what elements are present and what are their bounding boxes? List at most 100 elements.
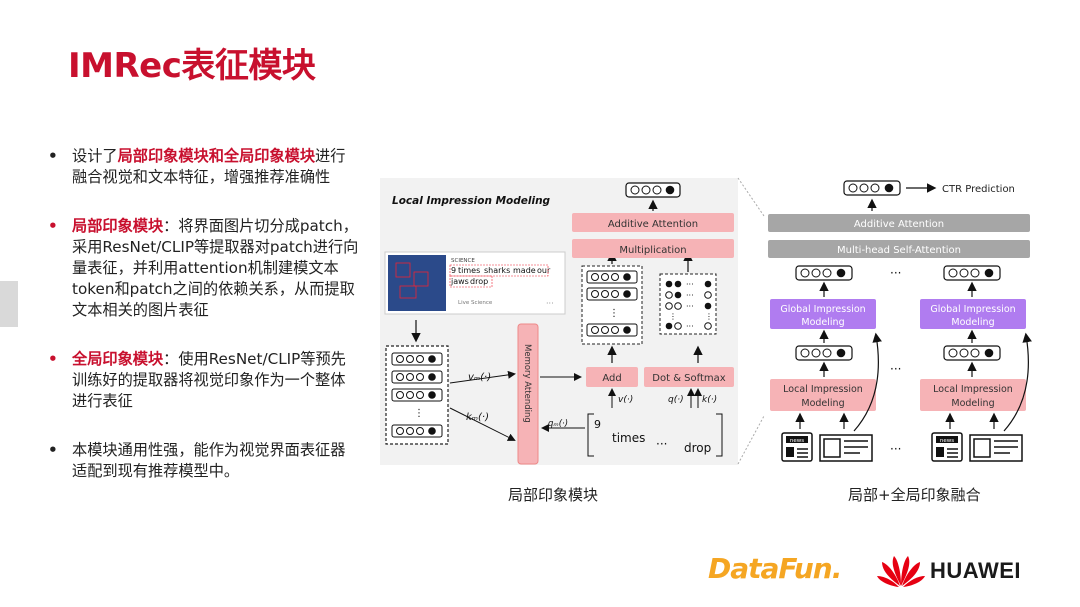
patch-box bbox=[399, 285, 417, 299]
add-block bbox=[586, 367, 638, 387]
ellipsis: ··· bbox=[890, 362, 901, 376]
news-word: sharks bbox=[484, 266, 510, 275]
svg-text:⋮: ⋮ bbox=[705, 312, 713, 321]
vector-row bbox=[943, 345, 1001, 361]
side-tab bbox=[0, 281, 18, 327]
km-label: kₘ(·) bbox=[466, 412, 489, 423]
bullet-pre: 设计了 bbox=[72, 147, 118, 165]
bullet-highlight: 全局印象模块 bbox=[72, 350, 164, 368]
ctr-label: CTR Prediction bbox=[942, 184, 1015, 195]
patch-box bbox=[413, 271, 429, 287]
global-diagram-svg: CTR Prediction Additive Attention Multi-… bbox=[768, 180, 1032, 462]
memory-attending-block bbox=[517, 323, 539, 465]
global-impression-label: Global Impression bbox=[930, 304, 1015, 315]
global-additive-label: Additive Attention bbox=[854, 219, 944, 230]
token-box bbox=[449, 264, 549, 277]
bullet-text: 本模块通用性强，能作为视觉界面表征器适配到现有推荐模型中。 bbox=[72, 441, 346, 480]
news-word: our bbox=[537, 266, 551, 275]
bullet-dot: • bbox=[48, 147, 58, 165]
bullet-highlight: 局部印象模块和全局印象模块 bbox=[117, 147, 315, 165]
arrow bbox=[449, 370, 516, 384]
news-word: jaws bbox=[450, 277, 469, 286]
global-additive-attention-block bbox=[768, 214, 1030, 232]
patch-box bbox=[395, 262, 411, 278]
news-word: 9 bbox=[451, 266, 456, 275]
webpage-icon bbox=[819, 434, 873, 462]
news-word: times bbox=[458, 266, 480, 275]
global-impression-block bbox=[770, 299, 876, 329]
newspaper-icon: news bbox=[781, 432, 813, 462]
vm-label: vₘ(·) bbox=[468, 372, 491, 383]
local-diagram-svg: Local Impression Modeling SCIENCE 9 time… bbox=[384, 182, 734, 465]
vector-row bbox=[391, 388, 443, 402]
bullet-dot: • bbox=[48, 217, 58, 235]
news-tag: SCIENCE bbox=[451, 258, 475, 264]
svg-text:···: ··· bbox=[686, 280, 694, 289]
curved-arrow bbox=[1003, 332, 1032, 432]
huawei-logo-text: HUAWEI bbox=[930, 558, 1021, 583]
news-icon-label: news bbox=[940, 438, 954, 444]
token-times: times bbox=[612, 431, 645, 445]
memory-attending-label: Memory Attending bbox=[522, 344, 532, 423]
vector-row bbox=[391, 370, 443, 384]
k-label: k(·) bbox=[702, 395, 717, 405]
multiplication-label: Multiplication bbox=[619, 245, 686, 256]
svg-text:···: ··· bbox=[686, 291, 694, 300]
v-label: v(·) bbox=[618, 395, 633, 405]
svg-text:···: ··· bbox=[686, 322, 694, 331]
vector-row bbox=[391, 352, 443, 366]
bullet-dot: • bbox=[48, 441, 58, 459]
global-impression-label-2: Modeling bbox=[951, 317, 994, 328]
local-impression-block bbox=[770, 379, 876, 411]
q-label: q(·) bbox=[668, 395, 684, 405]
ellipsis: ··· bbox=[890, 266, 901, 280]
local-impression-label-2: Modeling bbox=[801, 398, 844, 409]
additive-attention-label: Additive Attention bbox=[608, 219, 698, 230]
bullet-text: ：将界面图片切分成patch，采用ResNet/CLIP等提取器对patch进行… bbox=[72, 217, 359, 319]
curved-arrow bbox=[853, 332, 882, 432]
arrow bbox=[449, 407, 516, 441]
additive-attention-block bbox=[572, 213, 734, 232]
local-impression-label: Local Impression bbox=[933, 384, 1013, 395]
svg-text:···: ··· bbox=[686, 302, 694, 311]
mhsa-label: Multi-head Self-Attention bbox=[837, 245, 961, 256]
bullet-item: • 全局印象模块：使用ResNet/CLIP等预先训练好的提取器将视觉印象作为一… bbox=[40, 349, 360, 412]
global-caption: 局部+全局印象融合 bbox=[848, 486, 981, 504]
dot-softmax-block bbox=[644, 367, 734, 387]
newspaper-icon: news bbox=[931, 432, 963, 462]
news-icon-label: news bbox=[790, 438, 804, 444]
bullet-item: • 本模块通用性强，能作为视觉界面表征器适配到现有推荐模型中。 bbox=[40, 440, 360, 482]
bullet-dot: • bbox=[48, 350, 58, 368]
news-source: Live Science bbox=[458, 300, 493, 306]
connector-line bbox=[737, 415, 765, 465]
local-impression-label: Local Impression bbox=[783, 384, 863, 395]
global-impression-block bbox=[920, 299, 1026, 329]
news-word: made bbox=[513, 266, 536, 275]
token-box bbox=[449, 275, 493, 288]
add-label: Add bbox=[602, 373, 621, 384]
more-icon: ··· bbox=[546, 299, 554, 308]
vector-row bbox=[795, 265, 853, 281]
qm-label: qₘ(·) bbox=[548, 419, 568, 429]
multiplication-block bbox=[572, 239, 734, 258]
vector-row bbox=[586, 323, 638, 337]
global-impression-label-2: Modeling bbox=[801, 317, 844, 328]
bullet-list: • 设计了局部印象模块和全局印象模块进行融合视觉和文本特征，增强推荐准确性 • … bbox=[40, 146, 360, 502]
news-word: drop bbox=[470, 277, 488, 286]
bracket-left bbox=[587, 413, 594, 457]
token-ellipsis: ··· bbox=[656, 437, 667, 451]
token-9: 9 bbox=[594, 418, 601, 431]
token-drop: drop bbox=[684, 441, 711, 455]
huawei-flower-icon bbox=[877, 556, 925, 587]
vector-row bbox=[391, 424, 443, 438]
footer-logos: DataFun. HUAWEI bbox=[708, 550, 1048, 590]
connector-lines bbox=[737, 177, 765, 465]
svg-text:⋮: ⋮ bbox=[669, 312, 677, 321]
local-impression-block bbox=[920, 379, 1026, 411]
output-vector bbox=[625, 182, 681, 198]
global-fusion-diagram: CTR Prediction Additive Attention Multi-… bbox=[760, 175, 1060, 467]
bullet-item: • 设计了局部印象模块和全局印象模块进行融合视觉和文本特征，增强推荐准确性 bbox=[40, 146, 360, 188]
local-caption: 局部印象模块 bbox=[508, 486, 599, 504]
webpage-icon bbox=[969, 434, 1023, 462]
local-heading: Local Impression Modeling bbox=[392, 195, 551, 207]
